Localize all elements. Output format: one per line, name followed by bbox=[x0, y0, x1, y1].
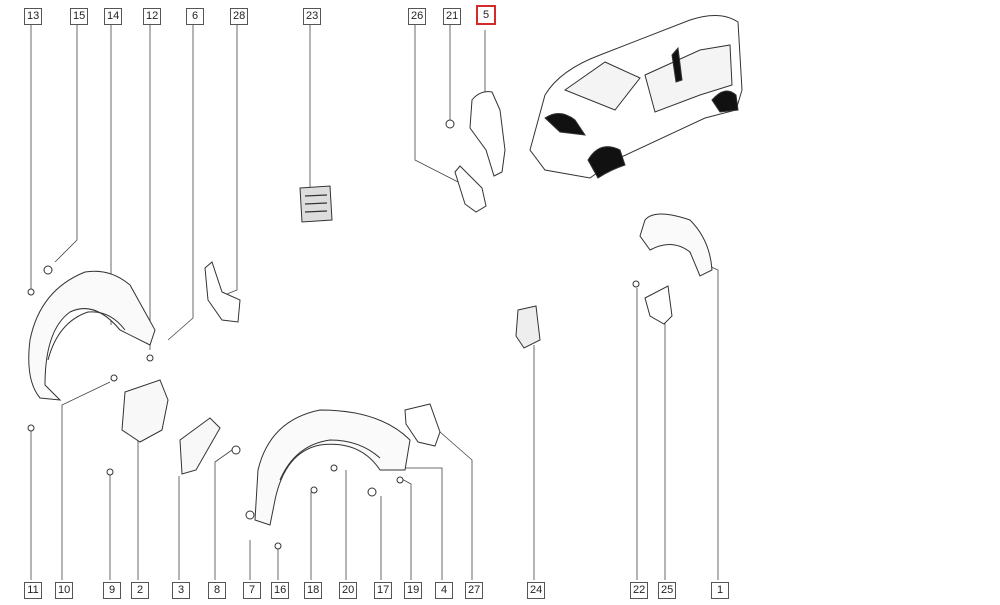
side-bracket-part-24 bbox=[515, 305, 541, 349]
clip-part-21 bbox=[445, 119, 455, 129]
callout-21[interactable]: 21 bbox=[443, 8, 462, 25]
callout-6[interactable]: 6 bbox=[186, 8, 204, 25]
clip-part-11 bbox=[27, 424, 35, 432]
leader-line-10 bbox=[61, 381, 111, 580]
callout-24[interactable]: 24 bbox=[527, 582, 546, 599]
clip-part-15 bbox=[43, 265, 53, 275]
mud-flap-rear-part-27 bbox=[404, 403, 441, 447]
callout-12[interactable]: 12 bbox=[143, 8, 162, 25]
mud-flap-part-28 bbox=[204, 261, 241, 323]
front-wheel-arch-liner-right-inner bbox=[279, 439, 381, 481]
vehicle-window-side bbox=[644, 44, 733, 113]
clip-part-18 bbox=[310, 486, 318, 494]
side-bracket-part-3 bbox=[179, 417, 221, 475]
callout-20[interactable]: 20 bbox=[339, 582, 358, 599]
callout-11[interactable]: 11 bbox=[24, 582, 42, 599]
callout-10[interactable]: 10 bbox=[55, 582, 74, 599]
leader-line-27 bbox=[439, 431, 473, 580]
mud-flap-rear-part-25 bbox=[644, 285, 673, 325]
callout-16[interactable]: 16 bbox=[271, 582, 290, 599]
vehicle-overview-icon bbox=[529, 15, 743, 179]
callout-4[interactable]: 4 bbox=[435, 582, 453, 599]
leader-line-1 bbox=[699, 261, 719, 580]
callout-25[interactable]: 25 bbox=[658, 582, 677, 599]
clip-part-8 bbox=[231, 445, 241, 455]
callout-26[interactable]: 26 bbox=[408, 8, 427, 25]
front-wheel-arch-liner-left bbox=[28, 270, 156, 401]
clip-part-20 bbox=[330, 464, 338, 472]
clip-part-19 bbox=[396, 476, 404, 484]
parts-layer bbox=[27, 15, 743, 550]
vehicle-wheel-rear bbox=[711, 90, 739, 113]
leader-line-6 bbox=[167, 24, 194, 341]
leader-line-28 bbox=[221, 24, 238, 297]
callout-27[interactable]: 27 bbox=[465, 582, 484, 599]
callout-18[interactable]: 18 bbox=[304, 582, 323, 599]
vehicle-arch-highlight bbox=[544, 113, 587, 136]
callout-17[interactable]: 17 bbox=[374, 582, 393, 599]
leader-line-8 bbox=[214, 449, 233, 580]
callout-22[interactable]: 22 bbox=[630, 582, 649, 599]
callout-1[interactable]: 1 bbox=[711, 582, 729, 599]
callout-2[interactable]: 2 bbox=[131, 582, 149, 599]
vehicle-roof-pillar bbox=[671, 46, 683, 83]
callout-8[interactable]: 8 bbox=[208, 582, 226, 599]
air-vent-slats bbox=[304, 194, 328, 213]
callout-15[interactable]: 15 bbox=[70, 8, 89, 25]
leader-line-4 bbox=[402, 467, 443, 580]
clip-part-16 bbox=[274, 542, 282, 550]
rear-wheel-arch-liner-part-1 bbox=[639, 213, 713, 277]
callout-3[interactable]: 3 bbox=[172, 582, 190, 599]
callout-7[interactable]: 7 bbox=[243, 582, 261, 599]
callout-28[interactable]: 28 bbox=[230, 8, 249, 25]
clip-part-9 bbox=[106, 468, 114, 476]
callout-9[interactable]: 9 bbox=[103, 582, 121, 599]
mud-flap-part-26 bbox=[454, 165, 487, 213]
front-wheel-arch-liner-right bbox=[254, 409, 411, 526]
callout-14[interactable]: 14 bbox=[104, 8, 123, 25]
clip-part-22 bbox=[632, 280, 640, 288]
clip-part-17 bbox=[367, 487, 377, 497]
callout-13[interactable]: 13 bbox=[24, 8, 43, 25]
leader-line-19 bbox=[399, 477, 412, 580]
vehicle-window-front bbox=[563, 61, 641, 111]
front-wheel-arch-liner-left-inner bbox=[47, 311, 126, 361]
callout-23[interactable]: 23 bbox=[303, 8, 322, 25]
clip-part-10-screw bbox=[110, 374, 118, 382]
leader-line-26 bbox=[414, 24, 459, 183]
clip-part-12 bbox=[146, 354, 154, 362]
clip-part-7 bbox=[245, 510, 255, 520]
callout-19[interactable]: 19 bbox=[404, 582, 423, 599]
callout-5[interactable]: 5 bbox=[476, 5, 496, 25]
fender-bracket-part-2 bbox=[121, 379, 169, 443]
fender-bracket-part-5 bbox=[469, 91, 506, 177]
clip-part-13 bbox=[27, 288, 35, 296]
leader-line-15 bbox=[54, 24, 78, 263]
vehicle-wheel-front bbox=[587, 146, 626, 179]
